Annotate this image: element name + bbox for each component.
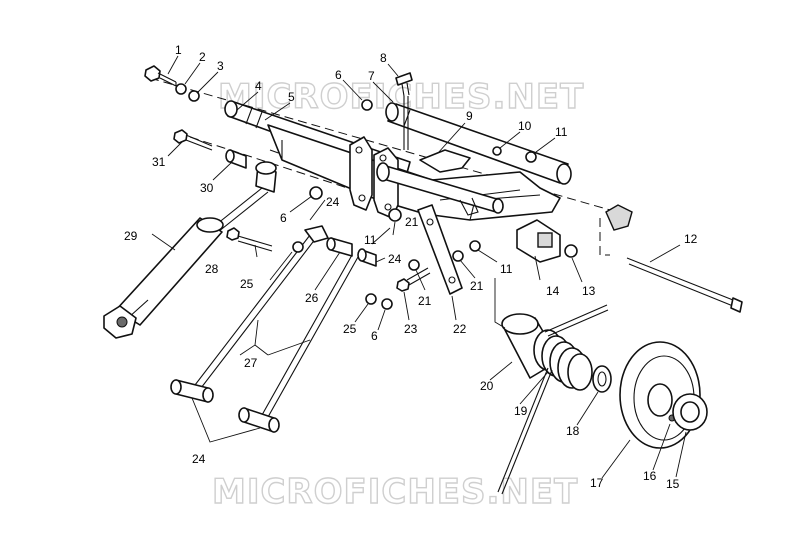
callout-11-right: 11 [500, 262, 513, 276]
bushing-24-bottom-right [238, 407, 280, 433]
assembly-axis-right [599, 218, 610, 256]
callout-7: 7 [368, 69, 375, 83]
callout-18: 18 [566, 424, 580, 438]
torsion-spring-19 [497, 304, 609, 495]
link-rod-27-left [194, 225, 329, 389]
shock-absorber-29 [103, 161, 277, 339]
callout-21-right: 21 [470, 279, 484, 293]
nut-11-mid [469, 240, 481, 252]
washer-21-mid [408, 259, 420, 271]
callout-1: 1 [175, 43, 182, 57]
callout-6: 6 [335, 68, 342, 82]
clip-10 [492, 146, 502, 156]
bolt-28 [226, 227, 273, 252]
bushing-24-mid [357, 248, 377, 267]
adjuster-block-14 [516, 219, 561, 263]
callout-21-mid: 21 [418, 294, 432, 308]
washer-3 [188, 90, 200, 102]
callout-14: 14 [546, 284, 560, 298]
spring-arm-22 [417, 204, 463, 295]
washer-21-top [388, 208, 402, 222]
nut-6-left [309, 186, 323, 200]
callout-21-top: 21 [405, 215, 419, 229]
bracket-plate-left [349, 136, 373, 211]
callout-23: 23 [404, 322, 418, 336]
callout-10: 10 [518, 119, 532, 133]
callout-3: 3 [217, 59, 224, 73]
callout-11-mid: 11 [364, 233, 377, 247]
callout-19: 19 [514, 404, 528, 418]
nut-6-bottom [381, 298, 393, 310]
callout-11: 11 [555, 125, 568, 139]
bolt-8 [395, 72, 413, 97]
callout-labels: 1 2 3 4 5 6 7 8 9 10 11 12 31 30 29 6 24… [124, 43, 698, 491]
nut-11-top [525, 151, 537, 163]
washer-13 [564, 244, 578, 258]
callout-22: 22 [453, 322, 467, 336]
bolt-23 [396, 267, 431, 292]
callout-9: 9 [466, 109, 473, 123]
callout-17: 17 [590, 476, 604, 490]
bushing-26 [326, 237, 353, 257]
bolt-12 [626, 257, 743, 313]
callout-24-top: 24 [326, 195, 340, 209]
bolt-1 [144, 65, 177, 87]
swing-arm-frame [267, 124, 561, 221]
callout-15: 15 [666, 477, 680, 491]
callout-5: 5 [288, 90, 295, 104]
callout-28: 28 [205, 262, 219, 276]
hub-cap-15 [672, 393, 708, 431]
callout-12: 12 [684, 232, 698, 246]
spacer-30 [225, 149, 247, 169]
end-cap-right [605, 204, 633, 231]
callout-24-mid: 24 [388, 252, 402, 266]
watermark-bottom: MICROFICHES.NET [212, 472, 578, 512]
callout-13: 13 [582, 284, 596, 298]
callout-2: 2 [199, 50, 206, 64]
leader-lines [151, 55, 687, 479]
callout-6-bottom: 6 [371, 329, 378, 343]
washer-2 [175, 83, 187, 95]
callout-16: 16 [643, 469, 657, 483]
callout-30: 30 [200, 181, 214, 195]
callout-4: 4 [255, 79, 262, 93]
callout-24-bottom: 24 [192, 452, 206, 466]
callout-29: 29 [124, 229, 138, 243]
callout-27: 27 [244, 356, 258, 370]
callout-31: 31 [152, 155, 166, 169]
cross-shaft-5 [385, 102, 572, 185]
callout-8: 8 [380, 51, 387, 65]
callout-26: 26 [305, 291, 319, 305]
idler-arm-9 [376, 149, 504, 216]
washer-18 [592, 365, 612, 393]
nut-21-mid [452, 250, 464, 262]
callout-25-mid: 25 [343, 322, 357, 336]
rod-7 [403, 96, 409, 150]
bolt-31 [173, 129, 213, 151]
link-rod-27-right [261, 254, 359, 418]
washer-25-left [292, 241, 304, 253]
washer-25-mid [365, 293, 377, 305]
bushing-24-bottom-left [170, 379, 214, 403]
callout-25-left: 25 [240, 277, 254, 291]
callout-6-left: 6 [280, 211, 287, 225]
nut-6-top [361, 99, 373, 111]
callout-20: 20 [480, 379, 494, 393]
